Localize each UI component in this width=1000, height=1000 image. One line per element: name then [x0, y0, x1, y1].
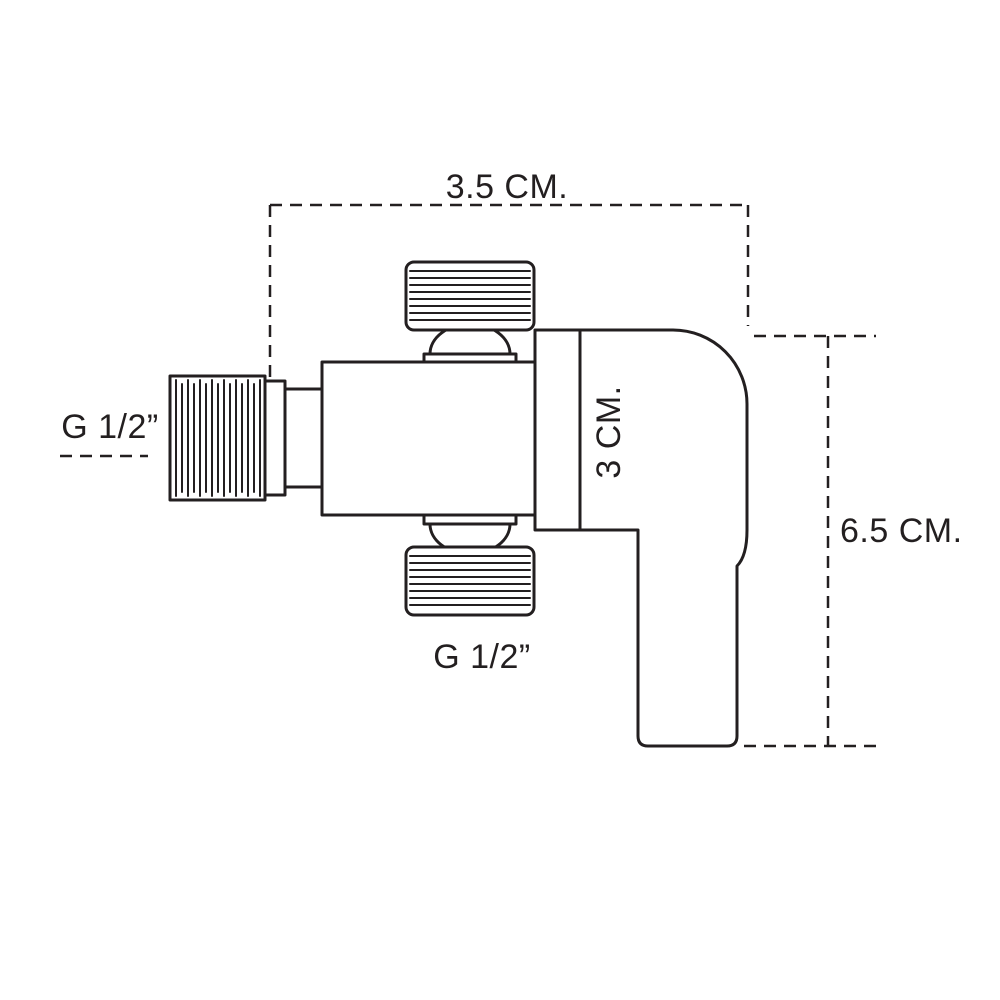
dimension-lines	[60, 203, 876, 748]
right-height-label: 6.5 CM.	[840, 512, 963, 550]
bottom-port-flange	[422, 513, 518, 526]
right-body-and-spout	[533, 328, 749, 748]
left-threaded-pipe	[168, 374, 267, 502]
top-port-flange	[422, 352, 518, 364]
main-body-outline	[320, 360, 537, 517]
left-pipe-thread-lines	[175, 379, 261, 497]
valve-body-drawing	[168, 260, 749, 748]
top-width-label: 3.5 CM.	[446, 168, 569, 206]
collar-ring-inner	[283, 387, 324, 489]
right-body-outline	[533, 328, 749, 748]
collar-ring-outer	[263, 379, 287, 497]
bottom-thread-label: G 1/2”	[433, 638, 530, 676]
top-cap-thread-lines	[409, 270, 531, 321]
top-port	[404, 260, 536, 364]
bottom-port	[404, 513, 536, 617]
collar-steps	[263, 379, 324, 497]
labels: 3.5 CM. 6.5 CM. G 1/2” G 1/2” 3 CM.	[61, 168, 962, 676]
body-depth-label: 3 CM.	[590, 385, 628, 478]
bottom-cap-thread-lines	[409, 555, 531, 606]
left-thread-label: G 1/2”	[61, 408, 158, 446]
